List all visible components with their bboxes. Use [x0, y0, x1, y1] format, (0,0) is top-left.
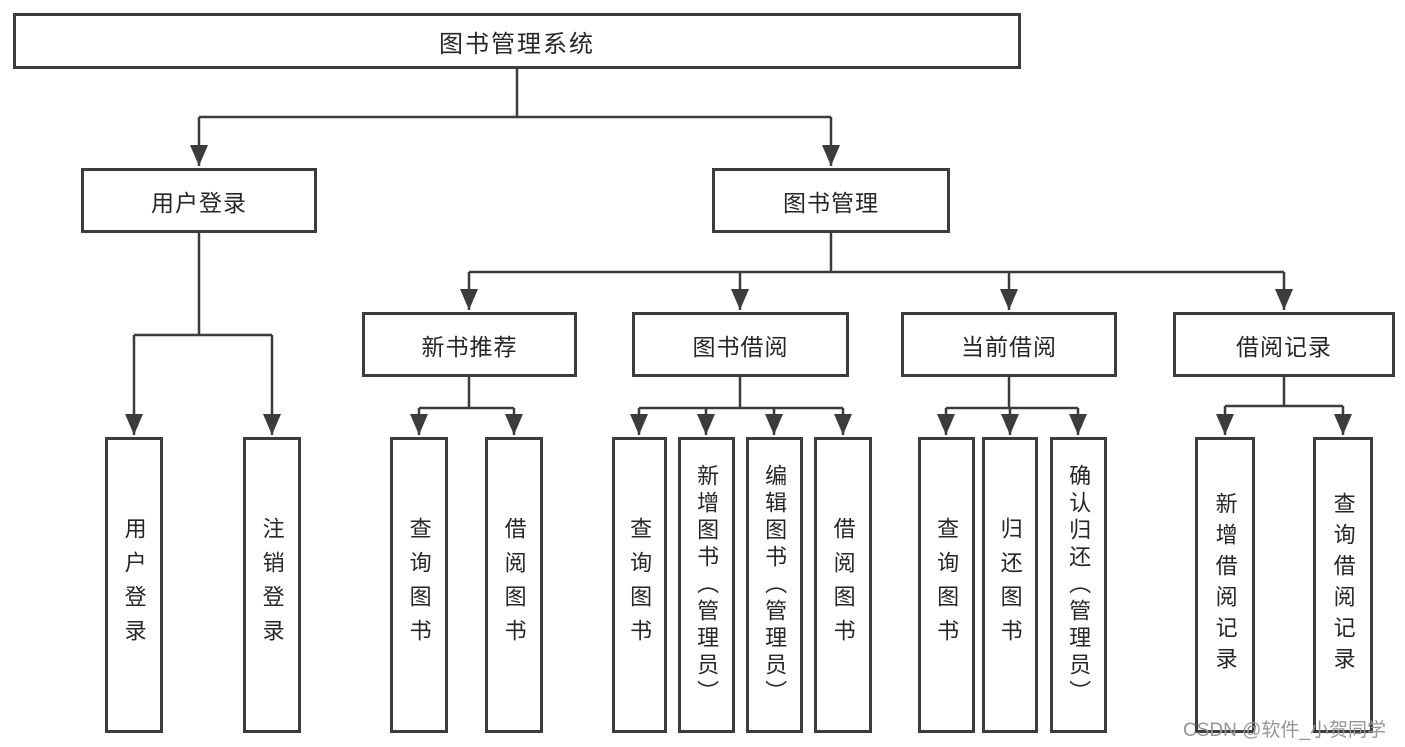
leaf-label: 注销登录	[259, 517, 285, 653]
node-leaf-bb-add-book-admin: 新增图书（管理员）	[678, 437, 735, 733]
leaf-label: 编辑图书（管理员）	[762, 463, 788, 707]
node-current-borrow: 当前借阅	[901, 312, 1117, 377]
node-new-book-recommend: 新书推荐	[362, 312, 577, 377]
node-leaf-user-login: 用户登录	[105, 437, 163, 733]
node-book-management: 图书管理	[712, 168, 950, 233]
leaf-label: 查询图书	[934, 517, 960, 653]
leaf-label: 查询借阅记录	[1330, 492, 1356, 678]
leaf-label: 新增图书（管理员）	[694, 463, 720, 707]
leaf-label: 借阅图书	[501, 517, 527, 653]
leaf-label: 确认归还（管理员）	[1066, 463, 1092, 707]
node-leaf-cb-confirm-return-admin: 确认归还（管理员）	[1050, 437, 1107, 733]
node-leaf-br-add-record: 新增借阅记录	[1195, 437, 1255, 733]
node-leaf-bb-edit-book-admin: 编辑图书（管理员）	[746, 437, 803, 733]
node-leaf-bb-query-book: 查询图书	[612, 437, 667, 733]
leaf-label: 用户登录	[121, 517, 147, 653]
node-leaf-rec-query-book: 查询图书	[390, 437, 448, 733]
node-leaf-cb-query-book: 查询图书	[918, 437, 975, 733]
node-leaf-cb-return-book: 归还图书	[982, 437, 1038, 733]
node-leaf-rec-borrow-book: 借阅图书	[485, 437, 543, 733]
leaf-label: 查询图书	[627, 517, 653, 653]
node-leaf-logout: 注销登录	[243, 437, 301, 733]
leaf-label: 查询图书	[406, 517, 432, 653]
node-leaf-bb-borrow-book: 借阅图书	[814, 437, 872, 733]
csdn-watermark: CSDN @软件_小贺同学	[1183, 720, 1386, 741]
node-borrow-record: 借阅记录	[1173, 312, 1395, 377]
leaf-label: 新增借阅记录	[1212, 492, 1238, 678]
node-user-login: 用户登录	[81, 168, 317, 233]
leaf-label: 归还图书	[997, 517, 1023, 653]
node-book-borrow: 图书借阅	[632, 312, 849, 377]
leaf-label: 借阅图书	[830, 517, 856, 653]
node-leaf-br-query-record: 查询借阅记录	[1313, 437, 1373, 733]
node-root: 图书管理系统	[13, 13, 1021, 69]
